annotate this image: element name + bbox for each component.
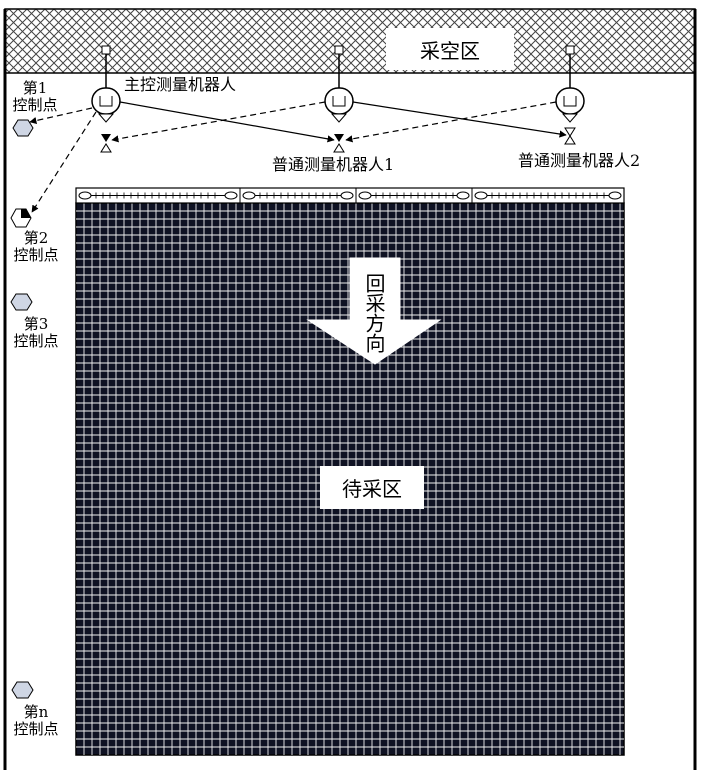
- support-bar: [75, 187, 625, 204]
- prism-master: [100, 134, 112, 153]
- control-point-n-line1: 第n: [23, 703, 49, 721]
- robot-normal-1: [324, 45, 354, 123]
- prism-normal-2: [564, 127, 576, 145]
- mining-area-label: 待采区: [320, 466, 424, 509]
- control-point-1-line1: 第1: [22, 79, 48, 97]
- mining-direction-label: 回采方向: [362, 273, 386, 353]
- control-point-1-label: 第1 控制点: [10, 79, 60, 115]
- mining-direction-arrow: [306, 257, 442, 365]
- master-robot-label: 主控测量机器人: [124, 75, 237, 94]
- robot-normal-2: [555, 45, 585, 123]
- goaf-hatch-area: [4, 8, 696, 74]
- control-point-3-label: 第3 控制点: [8, 315, 64, 351]
- measurement-lines-dashed: [29, 101, 557, 213]
- control-point-n-line2: 控制点: [13, 720, 59, 739]
- control-point-2-line2: 控制点: [13, 246, 59, 265]
- normal-robot-2-label: 普通测量机器人2: [518, 151, 641, 170]
- goaf-area-label: 采空区: [386, 28, 514, 70]
- control-point-1: [12, 119, 34, 137]
- measurement-lines-solid: [119, 101, 567, 143]
- control-point-2-line1: 第2: [23, 229, 49, 247]
- prism-normal-1: [333, 134, 345, 153]
- control-point-3-line1: 第3: [23, 315, 49, 333]
- control-point-2-label: 第2 控制点: [8, 229, 64, 265]
- control-point-3-line2: 控制点: [13, 332, 59, 351]
- normal-robot-1-label: 普通测量机器人1: [272, 155, 395, 174]
- control-point-3: [10, 293, 33, 311]
- control-point-n: [11, 681, 34, 699]
- robot-master: [91, 45, 121, 123]
- control-point-2: [10, 208, 32, 228]
- control-point-n-label: 第n 控制点: [8, 703, 64, 739]
- control-point-1-line2: 控制点: [12, 96, 58, 115]
